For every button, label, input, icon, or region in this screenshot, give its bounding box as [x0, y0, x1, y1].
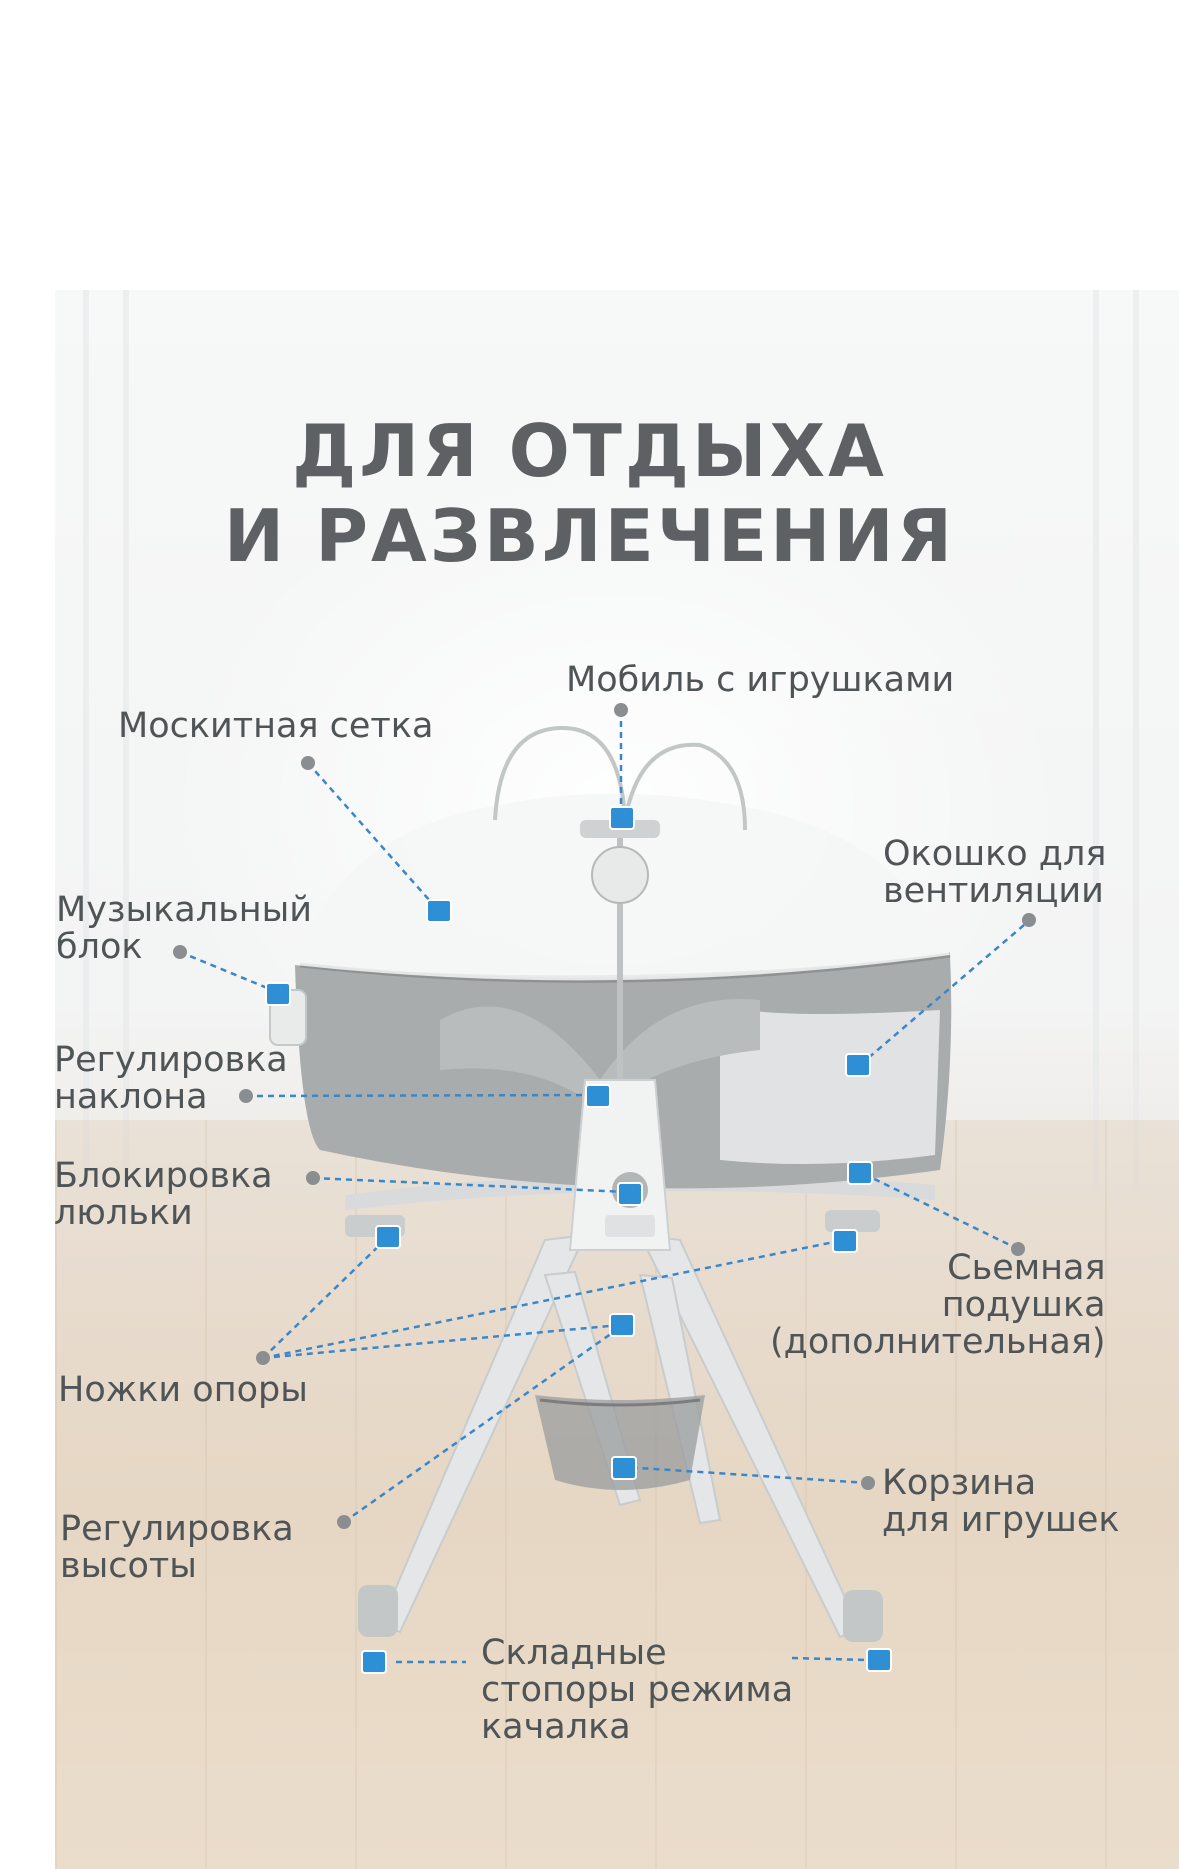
label-music-block: Музыкальный блок	[56, 890, 313, 967]
marker-mosquito-net	[426, 899, 452, 923]
label-removable-pillow: Сьемная подушка (дополнительная)	[770, 1248, 1106, 1362]
dot-height-adjust	[337, 1515, 351, 1529]
leader-tilt-adjust	[245, 1093, 599, 1098]
pillow	[440, 999, 760, 1110]
marker-music-block	[265, 982, 291, 1006]
marker-toy-basket	[611, 1456, 637, 1480]
rocking-stopper-right	[843, 1590, 883, 1642]
label-tilt-adjust: Регулировка наклона	[54, 1040, 288, 1117]
leader-toy-basket	[623, 1465, 869, 1485]
marker-stopper-left	[361, 1650, 387, 1674]
leader-support-legs-2	[262, 1323, 621, 1360]
leader-stopper-right	[791, 1656, 869, 1662]
toy-basket	[535, 1395, 705, 1490]
dot-music-block	[173, 945, 187, 959]
label-height-adjust: Регулировка высоты	[60, 1509, 294, 1586]
page-title-line2: И РАЗВЛЕЧЕНИЯ	[223, 494, 956, 578]
side-pad-right	[825, 1210, 880, 1232]
dot-mobile	[614, 703, 628, 717]
label-rocking-stoppers: Складные стопоры режима качалка	[481, 1633, 794, 1747]
leader-cradle-lock	[312, 1176, 629, 1194]
leader-support-legs-3	[262, 1238, 845, 1360]
marker-support-legs-center	[609, 1313, 635, 1337]
dot-tilt-adjust	[239, 1089, 253, 1103]
marker-mobile	[609, 806, 635, 830]
dot-toy-basket	[861, 1476, 875, 1490]
leader-removable-pillow	[859, 1170, 1019, 1251]
page-title-line1: ДЛЯ ОТДЫХА	[292, 409, 887, 493]
marker-removable-pillow	[847, 1161, 873, 1185]
label-toy-basket: Корзина для игрушек	[882, 1463, 1120, 1540]
label-mosquito-net: Москитная сетка	[118, 706, 434, 746]
label-mobile: Мобиль с игрушками	[566, 660, 955, 700]
marker-stopper-right	[866, 1648, 892, 1672]
label-cradle-lock: Блокировка люльки	[54, 1156, 273, 1233]
dot-removable-pillow	[1011, 1242, 1025, 1256]
marker-support-legs-left	[375, 1225, 401, 1249]
leader-support-legs-1	[262, 1236, 389, 1359]
marker-vent-window	[845, 1053, 871, 1077]
dot-cradle-lock	[306, 1171, 320, 1185]
leader-vent-window	[859, 924, 1025, 1066]
marker-tilt-adjust	[585, 1084, 611, 1108]
dot-support-legs	[256, 1351, 270, 1365]
leader-mosquito-net	[307, 762, 439, 911]
rocking-stopper-left	[358, 1585, 398, 1637]
label-vent-window: Окошко для вентиляции	[883, 834, 1107, 911]
label-support-legs: Ножки опоры	[58, 1370, 308, 1410]
dot-vent-window	[1022, 913, 1036, 927]
leader-height-adjust	[343, 1324, 623, 1524]
marker-cradle-lock	[617, 1182, 643, 1206]
dot-mosquito-net	[301, 756, 315, 770]
marker-support-legs-right	[832, 1229, 858, 1253]
